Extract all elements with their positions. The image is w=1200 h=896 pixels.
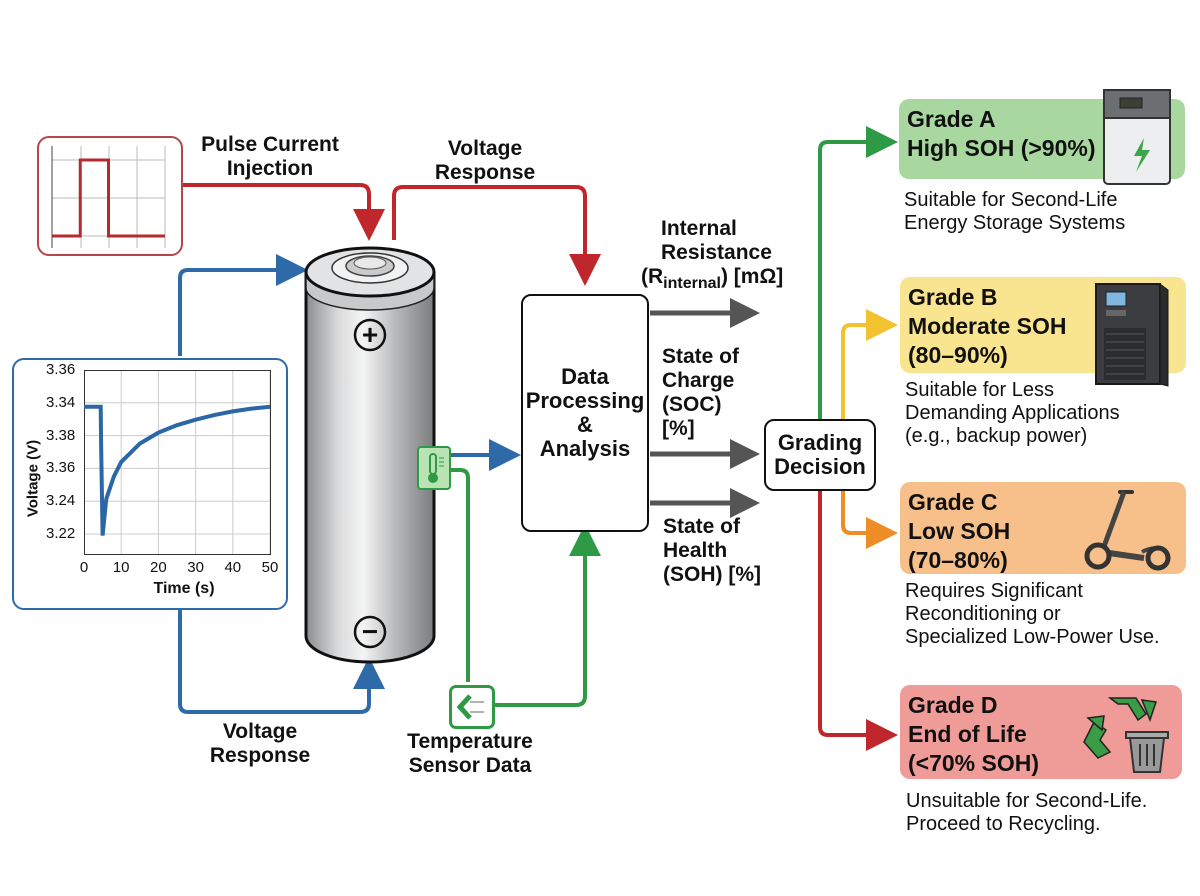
grading-decision-label: Grading Decision bbox=[774, 430, 866, 479]
voltage-response-blue-top bbox=[178, 254, 308, 356]
resistance-sub: internal bbox=[663, 275, 721, 293]
grade-d-title: Grade D End of Life (<70% SOH) bbox=[908, 692, 1040, 776]
grade-d-arrow bbox=[818, 490, 898, 751]
resistance-line1: Internal bbox=[661, 217, 737, 240]
voltage-plot bbox=[84, 370, 271, 555]
voltage-series-line bbox=[84, 404, 271, 536]
pulse-signal-line bbox=[52, 158, 165, 238]
grade-b-desc: Suitable for Less Demanding Applications… bbox=[905, 379, 1120, 447]
internal-resistance-label: Internal Resistance (Rinternal) [mΩ] bbox=[641, 217, 801, 296]
y-tick-label: 3.22 bbox=[46, 525, 76, 542]
grade-b-arrow bbox=[841, 309, 898, 420]
thermometer-sensor-icon bbox=[417, 446, 451, 490]
x-tick-label: 20 bbox=[150, 559, 167, 576]
energy-storage-icon bbox=[1103, 89, 1171, 185]
temperature-sensor-icon bbox=[449, 685, 495, 729]
y-tick-label: 3.34 bbox=[46, 393, 76, 411]
grade-a-desc: Suitable for Second-Life Energy Storage … bbox=[904, 189, 1126, 234]
y-tick-label: 3.24 bbox=[46, 492, 76, 510]
y-tick-label: 3.38 bbox=[46, 426, 76, 444]
positive-terminal-label: + bbox=[361, 319, 379, 350]
x-tick-label: 40 bbox=[224, 559, 242, 576]
pulse-current-chart bbox=[37, 136, 183, 256]
ups-server-icon bbox=[1095, 283, 1169, 387]
temperature-sensor-label: Temperature Sensor Data bbox=[407, 730, 533, 777]
resistance-line2: Resistance bbox=[661, 241, 772, 264]
x-tick-label: 10 bbox=[112, 559, 130, 576]
voltage-response-bottom-label: Voltage Response bbox=[209, 720, 311, 767]
resistance-symbol: (Rinternal) [mΩ] bbox=[641, 265, 801, 296]
voltage-response-blue-bottom bbox=[178, 608, 385, 714]
grade-a-title: Grade A High SOH (>90%) bbox=[907, 106, 1096, 161]
temperature-data-arrow bbox=[490, 524, 601, 707]
pulse-arrow bbox=[182, 183, 385, 241]
x-tick-label: 50 bbox=[261, 559, 279, 576]
y-tick-label: 3.36 bbox=[46, 361, 76, 378]
soh-label: State of Health (SOH) [%] bbox=[663, 515, 761, 586]
resistance-unit: ) [mΩ] bbox=[720, 265, 784, 288]
temperature-green-line bbox=[446, 468, 470, 682]
grade-c-title: Grade C Low SOH (70–80%) bbox=[908, 489, 1011, 573]
battery-cell bbox=[304, 246, 436, 664]
grade-c-arrow bbox=[841, 490, 898, 549]
grade-b-title: Grade B Moderate SOH (80–90%) bbox=[908, 284, 1067, 368]
scooter-icon bbox=[1084, 490, 1171, 571]
voltage-response-top-label: Voltage Response bbox=[434, 137, 536, 184]
grade-d-desc: Unsuitable for Second-Life. Proceed to R… bbox=[906, 790, 1148, 835]
data-processing-box: Data Processing & Analysis bbox=[521, 294, 649, 532]
grade-a-arrow bbox=[818, 126, 898, 420]
recycle-bin-icon bbox=[1083, 697, 1169, 773]
y-axis-label: Voltage (V) bbox=[24, 439, 42, 518]
voltage-response-top-arrow bbox=[392, 185, 601, 286]
x-tick-label: 30 bbox=[187, 559, 204, 576]
y-tick-label: 3.36 bbox=[46, 459, 76, 477]
x-axis-label: Time (s) bbox=[153, 580, 215, 597]
resistance-r: (R bbox=[641, 265, 664, 288]
soc-label: State of Charge (SOC) [%] bbox=[662, 345, 740, 440]
data-processing-label: Data Processing & Analysis bbox=[525, 364, 645, 461]
positive-terminal-icon bbox=[353, 318, 387, 352]
grade-c-desc: Requires Significant Reconditioning or S… bbox=[905, 580, 1160, 648]
negative-terminal-label: − bbox=[361, 616, 379, 647]
voltage-chart-panel: Voltage (V) 3.36 3.34 3.38 3.36 3.24 3.22 0 10… bbox=[12, 358, 288, 610]
pulse-waveform bbox=[51, 146, 166, 248]
x-tick-label: 0 bbox=[79, 559, 89, 576]
grading-decision-box: Grading Decision bbox=[764, 419, 876, 491]
pulse-current-label: Pulse Current Injection bbox=[201, 133, 339, 180]
negative-terminal-icon bbox=[353, 615, 387, 649]
